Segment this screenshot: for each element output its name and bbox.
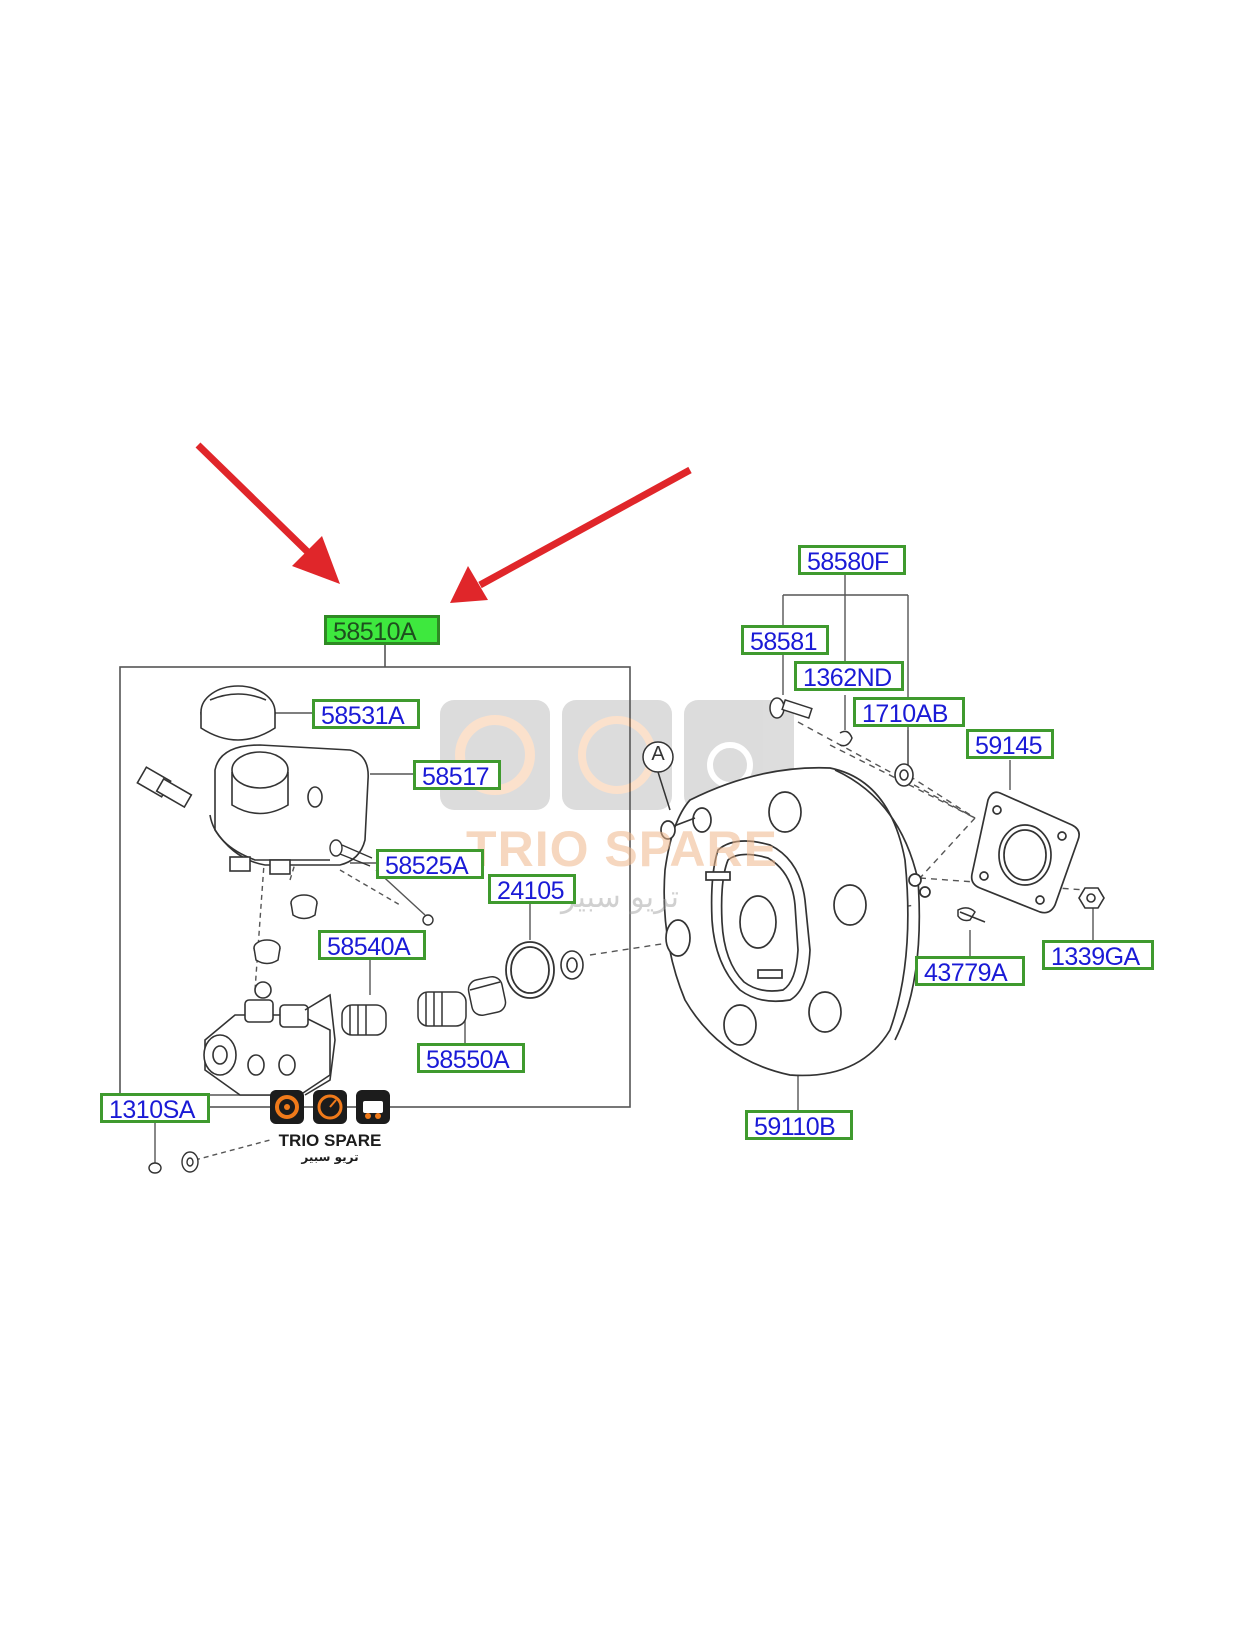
grommets-part bbox=[253, 894, 318, 965]
brake-booster-part bbox=[660, 766, 931, 1077]
nut-washer-part bbox=[148, 1151, 199, 1174]
part-label-58580F[interactable]: 58580F bbox=[798, 545, 906, 576]
nut-part bbox=[1078, 887, 1105, 909]
part-label-58517[interactable]: 58517 bbox=[413, 760, 501, 791]
part-label-58581[interactable]: 58581 bbox=[741, 625, 829, 656]
part-label-24105[interactable]: 24105 bbox=[488, 874, 576, 905]
part-label-58540A[interactable]: 58540A bbox=[318, 930, 426, 961]
part-label-43779A[interactable]: 43779A bbox=[915, 956, 1025, 987]
red-arrow-left bbox=[195, 442, 340, 584]
part-label-58531A[interactable]: 58531A bbox=[312, 699, 420, 730]
booster-stud-part bbox=[769, 697, 813, 720]
clip-part bbox=[839, 730, 853, 747]
part-label-58525A[interactable]: 58525A bbox=[376, 849, 484, 880]
reservoir-cap-part bbox=[200, 685, 276, 741]
part-label-58550A[interactable]: 58550A bbox=[417, 1043, 525, 1074]
part-label-1339GA[interactable]: 1339GA bbox=[1042, 940, 1154, 971]
part-label-1362ND[interactable]: 1362ND bbox=[794, 661, 904, 692]
o-ring-part bbox=[505, 941, 555, 999]
callout-a-circle bbox=[642, 741, 674, 811]
part-label-1710AB[interactable]: 1710AB bbox=[853, 697, 965, 728]
red-arrow-right bbox=[450, 466, 692, 603]
part-label-59110B[interactable]: 59110B bbox=[745, 1110, 853, 1141]
part-label-59145[interactable]: 59145 bbox=[966, 729, 1054, 760]
gasket-part bbox=[970, 791, 1080, 914]
trio-spare-logo bbox=[270, 1090, 390, 1124]
pin-clip-part bbox=[957, 907, 986, 923]
trio-spare-arabic-text: تريو سبير bbox=[301, 1150, 359, 1164]
part-label-1310SA[interactable]: 1310SA bbox=[100, 1093, 210, 1124]
hose-fitting-part bbox=[136, 766, 193, 809]
seal-ring-part bbox=[560, 950, 584, 980]
part-label-58510A[interactable]: 58510A bbox=[324, 615, 440, 646]
washer-part bbox=[894, 763, 914, 787]
trio-spare-brand-text: TRIO SPARE bbox=[278, 1131, 382, 1150]
bolt-part bbox=[329, 839, 434, 926]
callout-a-label: A bbox=[651, 743, 665, 765]
watermark-brand-text: TRIO SPARE bbox=[466, 821, 778, 877]
reservoir-tank-part bbox=[209, 744, 369, 875]
piston-seals-part bbox=[341, 975, 507, 1036]
watermark-arabic-text: تريو سبير bbox=[560, 880, 680, 915]
master-cylinder-part bbox=[203, 981, 336, 1096]
